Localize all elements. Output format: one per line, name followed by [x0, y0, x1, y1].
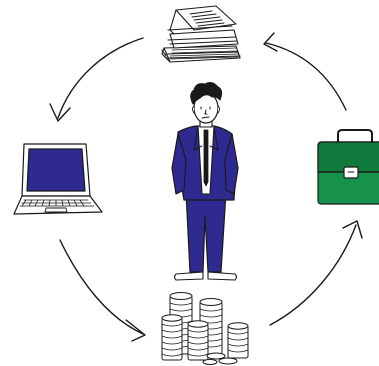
coin-stack	[187, 320, 209, 361]
trousers	[185, 191, 227, 273]
laptop-screen	[26, 148, 86, 192]
laptop-icon	[13, 143, 103, 215]
shoe	[207, 271, 238, 281]
loose-coin	[206, 352, 226, 360]
arrow-coins-to-briefcase	[269, 220, 363, 326]
arrow-briefcase-to-documents	[263, 32, 347, 111]
briefcase-icon	[317, 129, 379, 205]
briefcase-clasp	[343, 166, 359, 179]
loose-coin	[218, 357, 238, 365]
arrow-documents-to-laptop	[49, 37, 144, 122]
person-in-suit	[171, 82, 239, 281]
shoe	[173, 271, 204, 281]
coin-stack	[161, 314, 183, 361]
loose-coin	[202, 359, 218, 365]
documents-stack-icon	[161, 5, 241, 63]
arrow-laptop-to-coins	[59, 239, 146, 342]
coin-stacks-icon	[161, 292, 249, 365]
tie	[203, 129, 209, 187]
hair	[190, 82, 223, 105]
coin-stack	[227, 322, 249, 359]
